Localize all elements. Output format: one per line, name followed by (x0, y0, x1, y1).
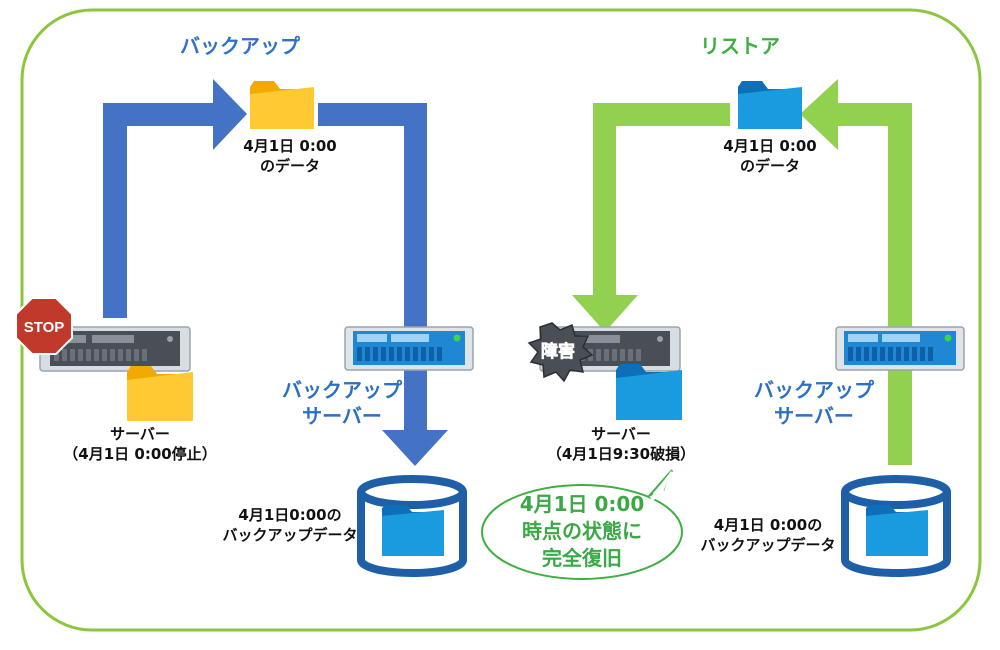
disk-backup-data-left-icon (357, 475, 467, 577)
disk-backup-data-right-icon (841, 475, 951, 577)
backup-arrow-server-to-folder (103, 79, 247, 318)
backup-folder-caption: 4月1日 0:00 のデータ (243, 137, 337, 175)
restore-disk-caption: 4月1日 0:00の バックアップデータ (700, 516, 836, 554)
backup-flow-arrows (103, 79, 448, 466)
recovery-bubble-text: 4月1日 0:00 時点の状態に 完全復旧 (519, 492, 645, 570)
backup-server-right-caption: バックアップ サーバー (754, 378, 874, 428)
folder-blue-restore-data-icon (738, 81, 802, 129)
folder-blue-server-icon (616, 364, 682, 420)
restore-title: リストア (700, 34, 780, 58)
restore-arrow-folder-to-server (572, 103, 730, 332)
folder-yellow-backup-data-icon (250, 81, 314, 129)
backup-server-left-caption: バックアップ サーバー (282, 378, 402, 428)
stop-sign-icon: STOP (15, 297, 73, 355)
recovery-speech-bubble (481, 469, 683, 580)
backup-arrow-folder-to-disk (318, 103, 448, 466)
backup-server-left (344, 326, 474, 371)
restore-arrow-disk-to-folder (800, 79, 912, 465)
backup-title: バックアップ (180, 34, 300, 58)
backup-server-right (835, 326, 965, 371)
restore-flow-arrows (572, 79, 912, 465)
svg-text:障害: 障害 (541, 341, 575, 362)
damaged-server-caption: サーバー （4月1日9:30破損） (546, 425, 696, 463)
backup-disk-caption: 4月1日0:00の バックアップデータ (222, 506, 358, 544)
damage-burst-icon: 障害 (527, 322, 594, 383)
folder-yellow-server-icon (127, 366, 193, 421)
restore-folder-caption: 4月1日 0:00 のデータ (723, 137, 817, 175)
stopped-server-caption: サーバー （4月1日 0:00停止） (63, 425, 217, 463)
svg-text:STOP: STOP (24, 319, 65, 336)
